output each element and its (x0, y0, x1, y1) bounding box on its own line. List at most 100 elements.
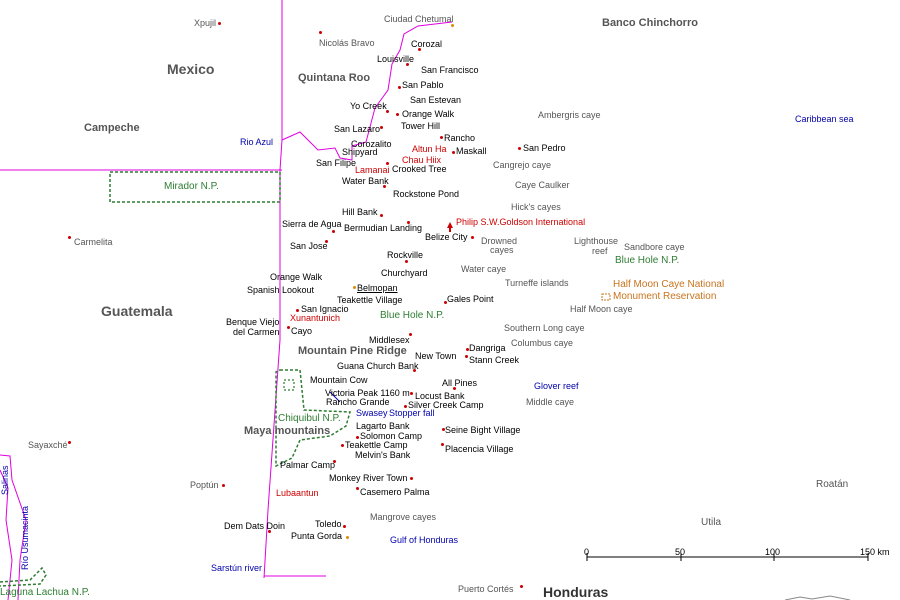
town-label-belmopan: Belmopan (357, 283, 398, 293)
town-label-san-jose: San Jose (290, 241, 328, 251)
town-label-locust-bank: Locust Bank (415, 391, 465, 401)
town-dot-belize-city (471, 236, 474, 239)
town-dot-nicolas-bravo (319, 31, 322, 34)
caye-label-columbus: Columbus caye (511, 338, 574, 348)
guatemala-east-border (0, 454, 27, 600)
town-dot-dem-dats-doin (268, 530, 271, 533)
town-label-corozal: Corozal (411, 39, 443, 49)
town-label-san-lazaro: San Lazaro (334, 124, 381, 134)
region-label-maya-mountains: Maya mountains (244, 425, 331, 437)
town-dot-crooked-tree (386, 162, 389, 165)
ruin-label-lamanai: Lamanai (355, 165, 390, 175)
town-dot-rockville (405, 260, 408, 263)
town-dot-san-jose (325, 240, 328, 243)
ruin-label-xunantunich: Xunantunich (290, 313, 341, 323)
town-label-shipyard: Shipyard (342, 147, 378, 157)
town-label-san-francisco: San Francisco (421, 65, 479, 75)
reef-label-glover: Glover reef (534, 381, 579, 391)
town-dot-guana-church-bank (413, 369, 416, 372)
chiquibul-inner-outline (283, 379, 295, 391)
town-dot-louisville (406, 63, 409, 66)
water-label-rio-azul: Rio Azul (240, 137, 274, 147)
town-label-lagarto-bank: Lagarto Bank (356, 421, 410, 431)
town-label-crooked-tree: Crooked Tree (392, 164, 447, 174)
park-label-mirador: Mirador N.P. (164, 181, 219, 192)
town-label-all-pines: All Pines (442, 378, 478, 388)
town-label-punta-gorda: Punta Gorda (291, 531, 343, 541)
town-label-bermudian-landing: Bermudian Landing (344, 223, 423, 233)
town-label-casemero-palma: Casemero Palma (360, 487, 430, 497)
town-label-belize-city: Belize City (425, 232, 468, 242)
town-dot-bermudian-landing (407, 221, 410, 224)
caye-label-lighthouse-1: Lighthouse (574, 236, 619, 246)
reef-label-banco-chinchorro: Banco Chinchorro (602, 17, 698, 29)
town-dot-san-pablo (398, 86, 401, 89)
water-label-caribbean: Caribbean sea (795, 114, 854, 124)
town-dot-middlesex (409, 333, 412, 336)
town-dot-san-pedro (518, 147, 521, 150)
town-label-tower-hill: Tower Hill (401, 121, 441, 131)
caye-label-drowned-1: Drowned (481, 236, 518, 246)
town-dot-rancho (440, 136, 443, 139)
town-dot-sierra-de-agua (332, 230, 335, 233)
town-label-new-town: New Town (415, 351, 457, 361)
town-label-yo-creek: Yo Creek (350, 101, 387, 111)
swasey-river (329, 391, 341, 403)
caye-label-middle: Middle caye (526, 397, 575, 407)
mexico-guatemala-west-border (263, 0, 283, 579)
town-label-benque-viejo-2: del Carmen (233, 327, 280, 337)
town-dot-dangriga (466, 348, 469, 351)
town-label-san-ignacio: San Ignacio (301, 304, 349, 314)
park-label-half-moon-1: Half Moon Caye National (613, 279, 725, 290)
caye-label-southern-long: Southern Long caye (504, 323, 585, 333)
town-label-teakettle-camp: Teakettle Camp (345, 440, 408, 450)
caye-label-half-moon: Half Moon caye (570, 304, 633, 314)
town-label-dem-dats-doin: Dem Dats Doin (224, 521, 286, 531)
region-label-quintana-roo: Quintana Roo (298, 72, 371, 84)
town-label-monkey-river: Monkey River Town (329, 473, 408, 483)
town-label-san-pedro: San Pedro (523, 143, 566, 153)
town-dot-monkey-river (410, 477, 413, 480)
town-label-louisville: Louisville (377, 54, 415, 64)
scale-label-0: 0 (584, 547, 590, 557)
town-dot-placencia (441, 443, 444, 446)
town-dot-orange-walk (396, 113, 399, 116)
rio-hondo-border (281, 21, 453, 161)
town-label-rockville: Rockville (387, 250, 424, 260)
town-dot-poptun (222, 484, 225, 487)
town-dot-teakettle-camp (341, 444, 344, 447)
town-dot-gales-point (444, 301, 447, 304)
town-label-silver-creek-camp: Silver Creek Camp (408, 400, 484, 410)
water-label-sarstun: Sarstún river (211, 563, 263, 573)
park-label-chiquibul: Chiquibul N.P. (278, 413, 341, 424)
town-dot-silver-creek-camp (404, 405, 407, 408)
town-label-orange-walk-cayo: Orange Walk (270, 272, 323, 282)
town-label-solomon-camp: Solomon Camp (360, 431, 423, 441)
country-label-guatemala: Guatemala (101, 303, 173, 319)
island-label-roatan: Roatán (816, 479, 849, 490)
town-dot-cayo (287, 326, 290, 329)
town-label-dangriga: Dangriga (469, 343, 506, 353)
honduras-coast (784, 595, 851, 600)
town-label-corozalito: Corozalito (351, 139, 392, 149)
town-dot-corozal (418, 48, 421, 51)
island-label-utila: Utila (701, 517, 722, 528)
town-dot-stann-creek (465, 355, 468, 358)
scale-label-150: 150 km (860, 547, 890, 557)
town-dot-chetumal (451, 24, 454, 27)
caye-label-sandbore: Sandbore caye (624, 242, 685, 252)
town-label-puerto-cortes: Puerto Cortés (458, 584, 514, 594)
country-label-honduras: Honduras (543, 584, 609, 600)
town-label-rockstone-pond: Rockstone Pond (393, 189, 460, 199)
town-label-nicolas-bravo: Nicolás Bravo (319, 38, 375, 48)
caye-label-cangrejo: Cangrejo caye (493, 160, 552, 170)
water-label-stopper-fall: Stopper fall (389, 408, 435, 418)
town-dot-puerto-cortes (520, 585, 523, 588)
laguna-lachua-outline (0, 566, 47, 587)
caye-label-turneffe: Turneffe islands (505, 278, 569, 288)
town-dot-san-lazaro (380, 126, 383, 129)
region-label-mountain-pine-ridge: Mountain Pine Ridge (298, 345, 407, 357)
park-label-laguna-lachua: Laguna Lachua N.P. (0, 587, 90, 598)
caye-label-ambergris: Ambergris caye (538, 110, 601, 120)
